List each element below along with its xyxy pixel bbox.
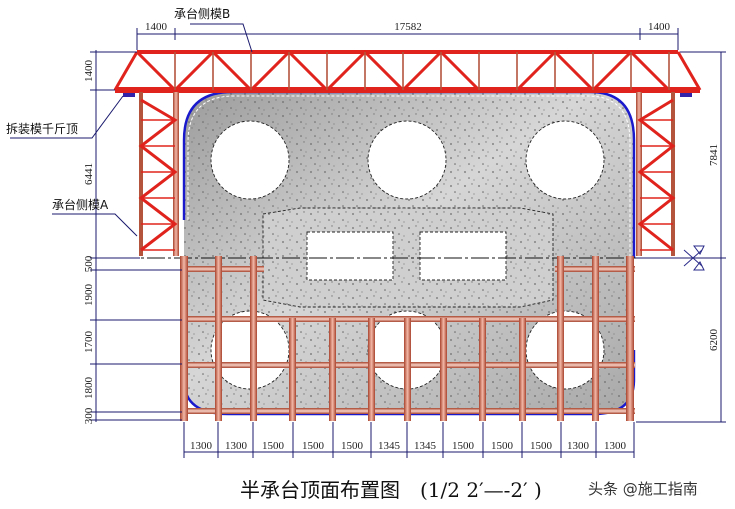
- dim-bottom-7: 1345: [414, 440, 437, 452]
- drawing-title: 半承台顶面布置图: [240, 478, 400, 502]
- watermark: 头条 @施工指南: [588, 480, 698, 498]
- dim-top-1: 1400: [145, 21, 168, 33]
- dim-left-4: 1900: [83, 284, 95, 307]
- pier-opening-right: [419, 231, 507, 281]
- label-side-form-a: 承台侧模A: [52, 197, 109, 212]
- dim-bottom-2: 1300: [225, 440, 248, 452]
- dimension-lines: [10, 23, 726, 458]
- dim-bottom-11: 1300: [567, 440, 590, 452]
- dim-bottom-9: 1500: [491, 440, 514, 452]
- dim-left-2: 6441: [83, 163, 95, 185]
- side-form-a-truss-left: [138, 92, 179, 256]
- dim-right-2: 6200: [708, 329, 720, 352]
- drawing-section: (1/2 2′—-2′ ): [420, 478, 542, 502]
- label-jack: 拆装模千斤顶: [6, 121, 78, 136]
- dim-left-3: 500: [83, 255, 95, 272]
- dim-top-2: 17582: [394, 21, 422, 33]
- dim-bottom-10: 1500: [530, 440, 553, 452]
- dim-bottom-4: 1500: [302, 440, 325, 452]
- side-form-a-truss-right: [636, 92, 676, 256]
- dim-top-3: 1400: [648, 21, 671, 33]
- dim-left-7: 300: [83, 407, 95, 424]
- dim-left-1: 1400: [83, 60, 95, 83]
- dim-right-1: 7841: [708, 144, 720, 166]
- lower-formwork-frame: [180, 256, 635, 421]
- side-form-b-truss: [113, 49, 702, 93]
- label-side-form-b: 承台侧模B: [174, 6, 230, 21]
- dim-bottom-12: 1300: [604, 440, 627, 452]
- dim-bottom-8: 1500: [452, 440, 475, 452]
- pier-opening-left: [306, 231, 394, 281]
- jack-icon-right: [680, 93, 692, 97]
- dim-bottom-3: 1500: [262, 440, 285, 452]
- dim-bottom-6: 1345: [378, 440, 401, 452]
- dim-left-6: 1800: [83, 377, 95, 400]
- dim-bottom-5: 1500: [341, 440, 364, 452]
- dim-bottom-1: 1300: [190, 440, 213, 452]
- symmetry-mark-icon: [683, 245, 705, 271]
- jack-icon-left: [123, 93, 135, 97]
- dim-left-5: 1700: [83, 331, 95, 354]
